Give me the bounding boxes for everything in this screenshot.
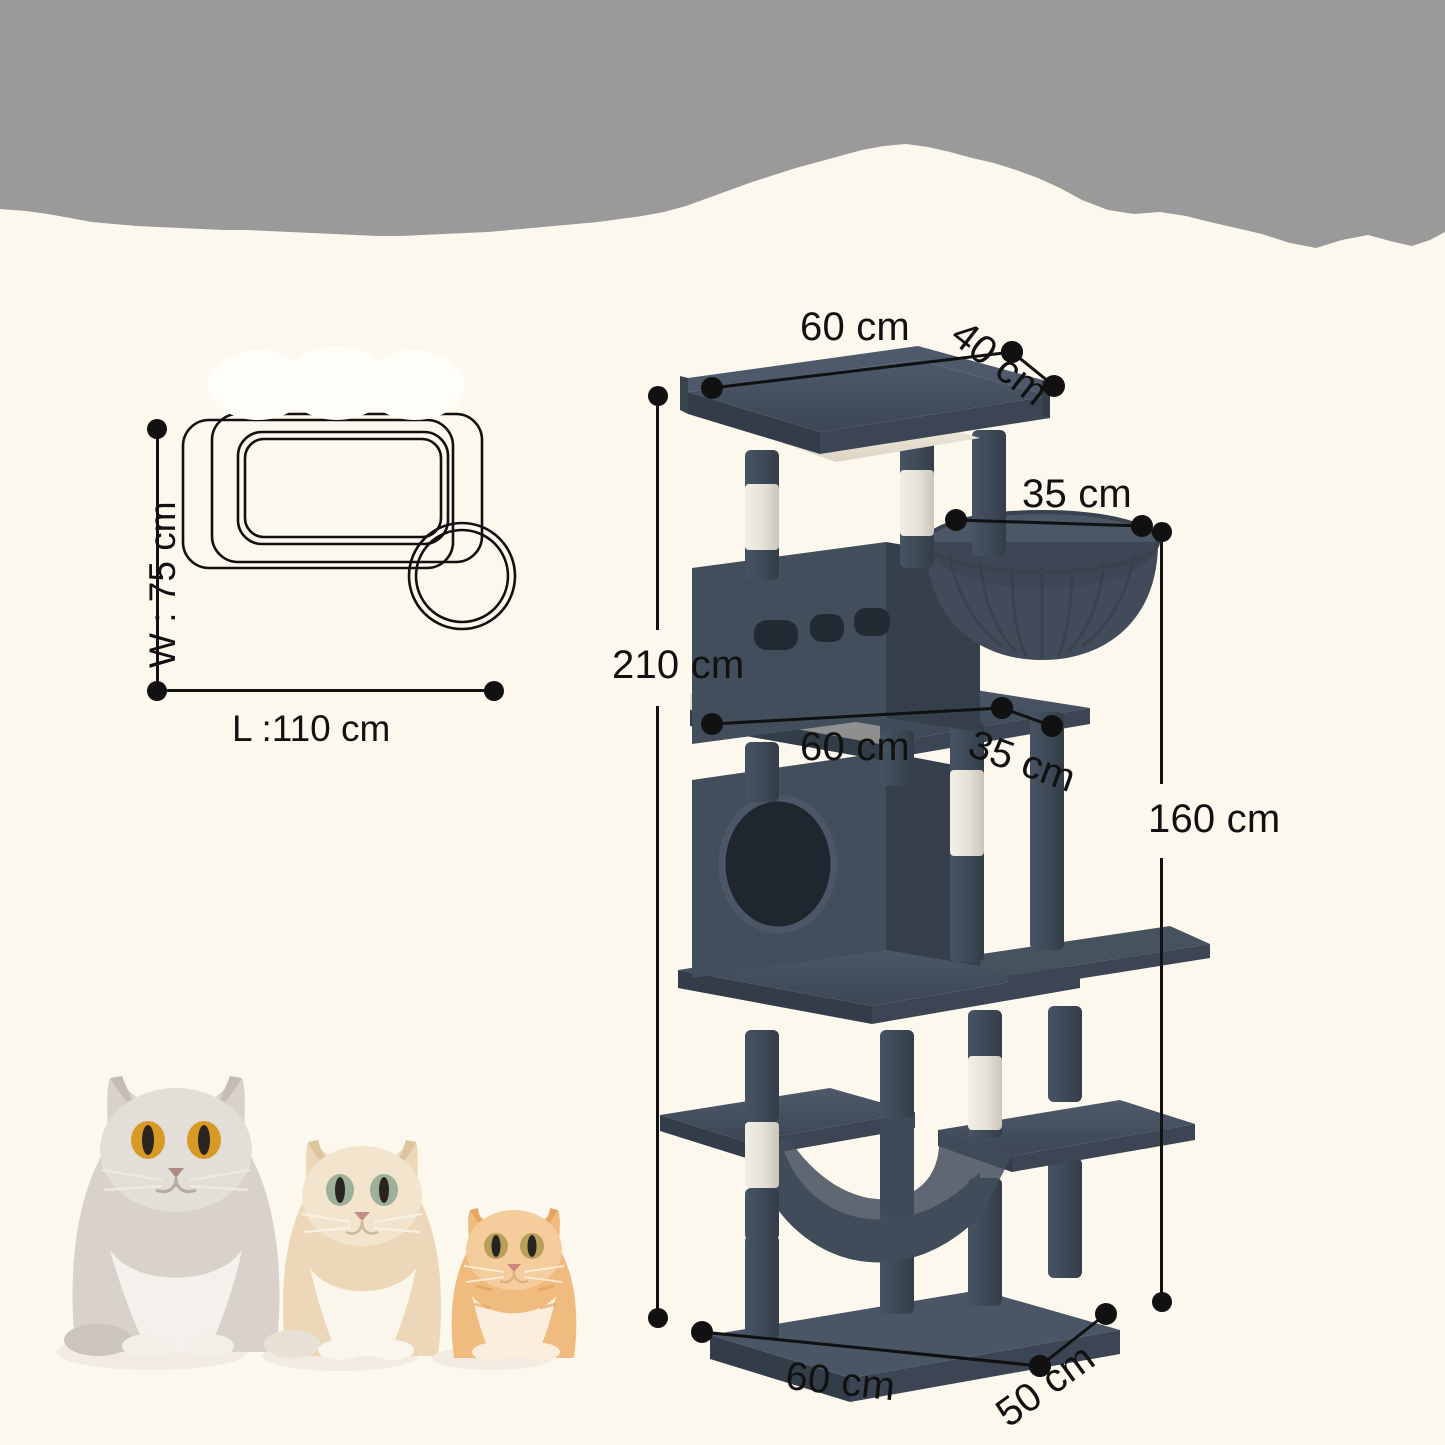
condo-box — [692, 752, 980, 978]
mid-depth-dimension — [991, 697, 1063, 737]
footprint-width-label: W : 75 cm — [142, 501, 183, 668]
footprint-length-dimension-line — [160, 689, 494, 692]
small-orange-kitten — [432, 1208, 577, 1370]
base-plank — [710, 1290, 1120, 1402]
cat-tree-illustration — [650, 330, 1210, 1402]
medium-cream-cat — [262, 1140, 442, 1371]
basket-width-label: 35 cm — [1022, 472, 1132, 516]
total-height-line-lower — [656, 706, 659, 1318]
mid-platform-width-label: 60 cm — [800, 725, 910, 769]
top-posts — [745, 430, 1006, 580]
total-height-label: 210 cm — [612, 643, 745, 687]
upper-height-top-dot — [1152, 522, 1172, 542]
hammock-sling — [746, 1130, 1012, 1263]
footprint-width-bottom-dot — [147, 681, 167, 701]
base-depth-dimension — [1029, 1303, 1117, 1377]
top-depth-dimension — [1001, 341, 1065, 397]
condo-window-wall — [692, 542, 980, 744]
total-height-line-upper — [656, 396, 659, 630]
top-platform-width-label: 60 cm — [800, 305, 910, 349]
footprint-length-right-dot — [484, 681, 504, 701]
mid-posts — [745, 712, 1064, 962]
upper-height-line-lower — [1160, 858, 1163, 1300]
condo-side-perch — [968, 926, 1210, 990]
large-grey-cat — [56, 1076, 280, 1370]
upper-height-bottom-dot — [1152, 1292, 1172, 1312]
hammock-posts — [745, 1006, 1082, 1240]
footprint-width-top-dot — [147, 419, 167, 439]
cat-scale-reference — [40, 1000, 620, 1390]
total-height-bottom-dot — [648, 1308, 668, 1328]
footprint-length-label: L :110 cm — [232, 708, 391, 749]
upper-height-line-upper — [1160, 532, 1163, 784]
erased-label-mask — [220, 366, 460, 410]
footprint-width-dimension-line — [156, 428, 159, 690]
total-height-top-dot — [648, 386, 668, 406]
basket-width-dimension — [945, 509, 1153, 537]
upper-height-label: 160 cm — [1148, 797, 1281, 841]
top-grey-band — [0, 0, 1445, 310]
footprint-schematic: W : 75 cm L :110 cm — [142, 340, 570, 749]
cat-tree-body — [660, 346, 1210, 1402]
